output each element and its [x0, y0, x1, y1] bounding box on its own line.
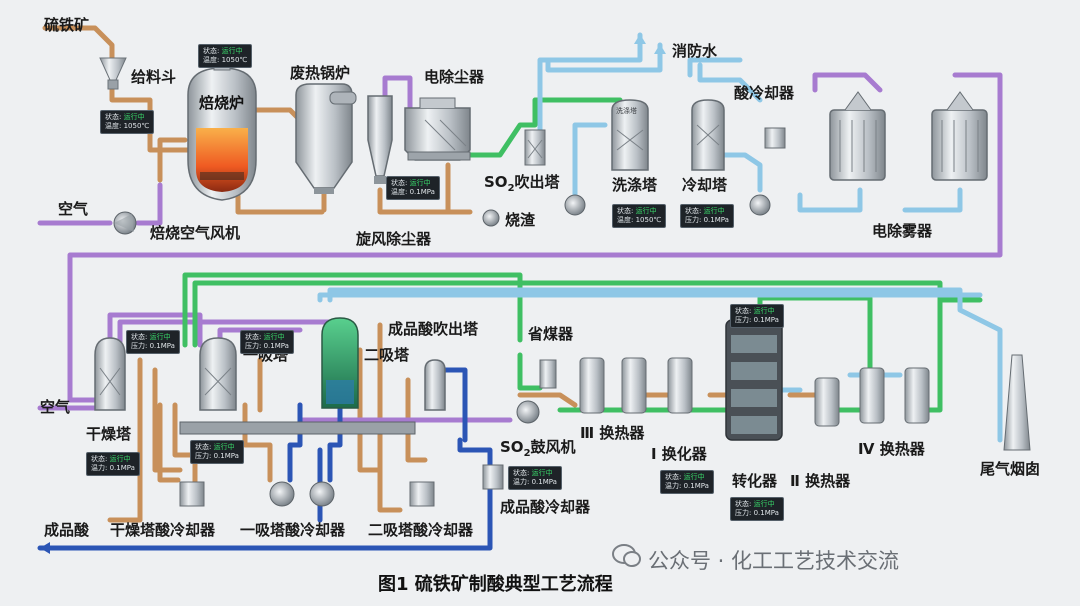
- label-stack: 尾气烟囱: [980, 460, 1041, 478]
- label-air-bottom: 空气: [40, 398, 71, 416]
- first-absorber-vessel: [199, 337, 237, 411]
- label-acid-cooler: 酸冷却器: [734, 84, 795, 102]
- product-acid-arrow: [40, 542, 50, 554]
- label-roaster-fan: 焙烧空气风机: [150, 224, 241, 242]
- second-absorber-vessel: [321, 317, 359, 409]
- label-drying-cooler: 干燥塔酸冷却器: [110, 521, 216, 539]
- solids-pipes: [42, 25, 818, 523]
- status-box-roaster-side: 状态: 运行中温度: 1050℃: [100, 110, 155, 134]
- feed-hopper-vessel: [99, 57, 127, 90]
- hx1-exchanger: [667, 357, 693, 414]
- watermark: 公众号 · 化工工艺技术交流: [648, 549, 900, 573]
- electrostatic-precipitator: [404, 97, 471, 161]
- label-cinder: 烧渣: [505, 211, 536, 229]
- label-first-cooler: 一吸塔酸冷却器: [240, 521, 346, 539]
- water-pipes: [317, 32, 1003, 443]
- economizer-unit: [539, 359, 557, 389]
- label-pyrite: 硫铁矿: [44, 16, 90, 34]
- label-roaster: 焙烧炉: [199, 94, 245, 112]
- status-box-converter: 状态: 运行中压力: 0.1MPa: [730, 497, 784, 521]
- drying-acid-cooler: [179, 481, 205, 507]
- label-economizer: 省煤器: [528, 325, 574, 343]
- label-washing-tower: 洗涤塔: [612, 176, 658, 194]
- cooling-tower-vessel: [691, 99, 725, 171]
- label-drying-tower: 干燥塔: [86, 425, 132, 443]
- status-box-blower: 状态: 运行中温力: 0.1MPa: [508, 466, 562, 490]
- label-cooling-tower: 冷却塔: [682, 176, 728, 194]
- status-box-cooling: 状态: 运行中压力: 0.1MPa: [680, 204, 734, 228]
- label-product-cooler: 成品酸冷却器: [500, 498, 591, 516]
- status-box-washing: 状态: 运行中温度: 1050℃: [612, 204, 667, 228]
- converter-vessel: [725, 319, 783, 441]
- washing-tower-vessel: [611, 99, 649, 171]
- label-cyclone: 旋风除尘器: [356, 230, 432, 248]
- status-box-roaster-top: 状态: 运行中温度: 1050℃: [198, 44, 253, 68]
- first-acid-cooler-a: [269, 481, 295, 507]
- so2-stripping-tower: [524, 129, 546, 166]
- label-second-cooler: 二吸塔酸冷却器: [368, 521, 474, 539]
- cinder-discharge: [482, 209, 500, 227]
- label-esp: 电除尘器: [424, 68, 485, 86]
- acid-sump-header: [179, 421, 416, 435]
- product-acid-cooler-unit: [482, 464, 504, 490]
- flow-arrows: [634, 34, 666, 54]
- figure-caption: 图1 硫铁矿制酸典型工艺流程: [378, 574, 613, 595]
- status-box-sump: 状态: 运行中压力: 0.1MPa: [190, 440, 244, 464]
- washing-pump: [564, 194, 586, 216]
- label-so2-stripper: SO2吹出塔: [484, 173, 560, 194]
- drying-tower-vessel: [94, 337, 126, 411]
- hx2-exchanger: [814, 377, 840, 427]
- first-acid-cooler-b: [309, 481, 335, 507]
- label-so2-blower: SO2鼓风机: [500, 438, 576, 459]
- label-hx3: Ⅲ 换热器: [580, 424, 645, 442]
- cyclone-dust-collector: [367, 95, 393, 184]
- waste-heat-boiler-vessel: [295, 83, 357, 194]
- mist-esp-unit-2: [931, 91, 988, 181]
- so2-blower-fan: [516, 400, 540, 424]
- label-converter: 转化器: [732, 472, 778, 490]
- product-stripping-tower: [424, 359, 446, 411]
- roaster-air-fan: [113, 211, 137, 235]
- hx3-exchanger: [579, 357, 647, 414]
- label-product-acid: 成品酸: [44, 521, 90, 539]
- status-box-converter-top: 状态: 运行中压力: 0.1MPa: [730, 304, 784, 328]
- hx4-exchanger: [859, 367, 930, 424]
- cooling-pump: [749, 194, 771, 216]
- wechat-icon: [612, 544, 641, 567]
- status-box-drying: 状态: 运行中温力: 0.1MPa: [86, 452, 140, 476]
- roaster-furnace-vessel: [187, 57, 257, 201]
- label-hx1: Ⅰ 换化器: [651, 445, 707, 463]
- status-box-first-absorber: 状态: 运行中压力: 0.1MPa: [240, 330, 294, 354]
- label-feed-hopper: 给料斗: [131, 68, 177, 86]
- status-box-cyclone: 状态: 运行中温度: 0.1MPa: [386, 176, 440, 200]
- status-box-drying-top: 状态: 运行中压力: 0.1MPa: [126, 330, 180, 354]
- acid-cooler-unit: [764, 127, 786, 149]
- label-fire-water: 消防水: [672, 42, 718, 60]
- second-acid-cooler: [409, 481, 435, 507]
- label-waste-heat-boiler: 废热锅炉: [290, 64, 351, 82]
- status-box-hx1: 状态: 运行中温力: 0.1MPa: [660, 470, 714, 494]
- label-air-top: 空气: [58, 200, 89, 218]
- mist-esp-unit-1: [829, 91, 886, 181]
- label-hx4: Ⅳ 换热器: [858, 440, 925, 458]
- label-product-stripper: 成品酸吹出塔: [388, 320, 479, 338]
- label-hx2: Ⅱ 换热器: [790, 472, 851, 490]
- washing-tower-plate: 洗涤塔: [616, 107, 637, 115]
- label-mist-esp: 电除雾器: [872, 222, 933, 240]
- label-second-absorber: 二吸塔: [364, 346, 410, 364]
- tail-gas-stack: [1003, 354, 1031, 451]
